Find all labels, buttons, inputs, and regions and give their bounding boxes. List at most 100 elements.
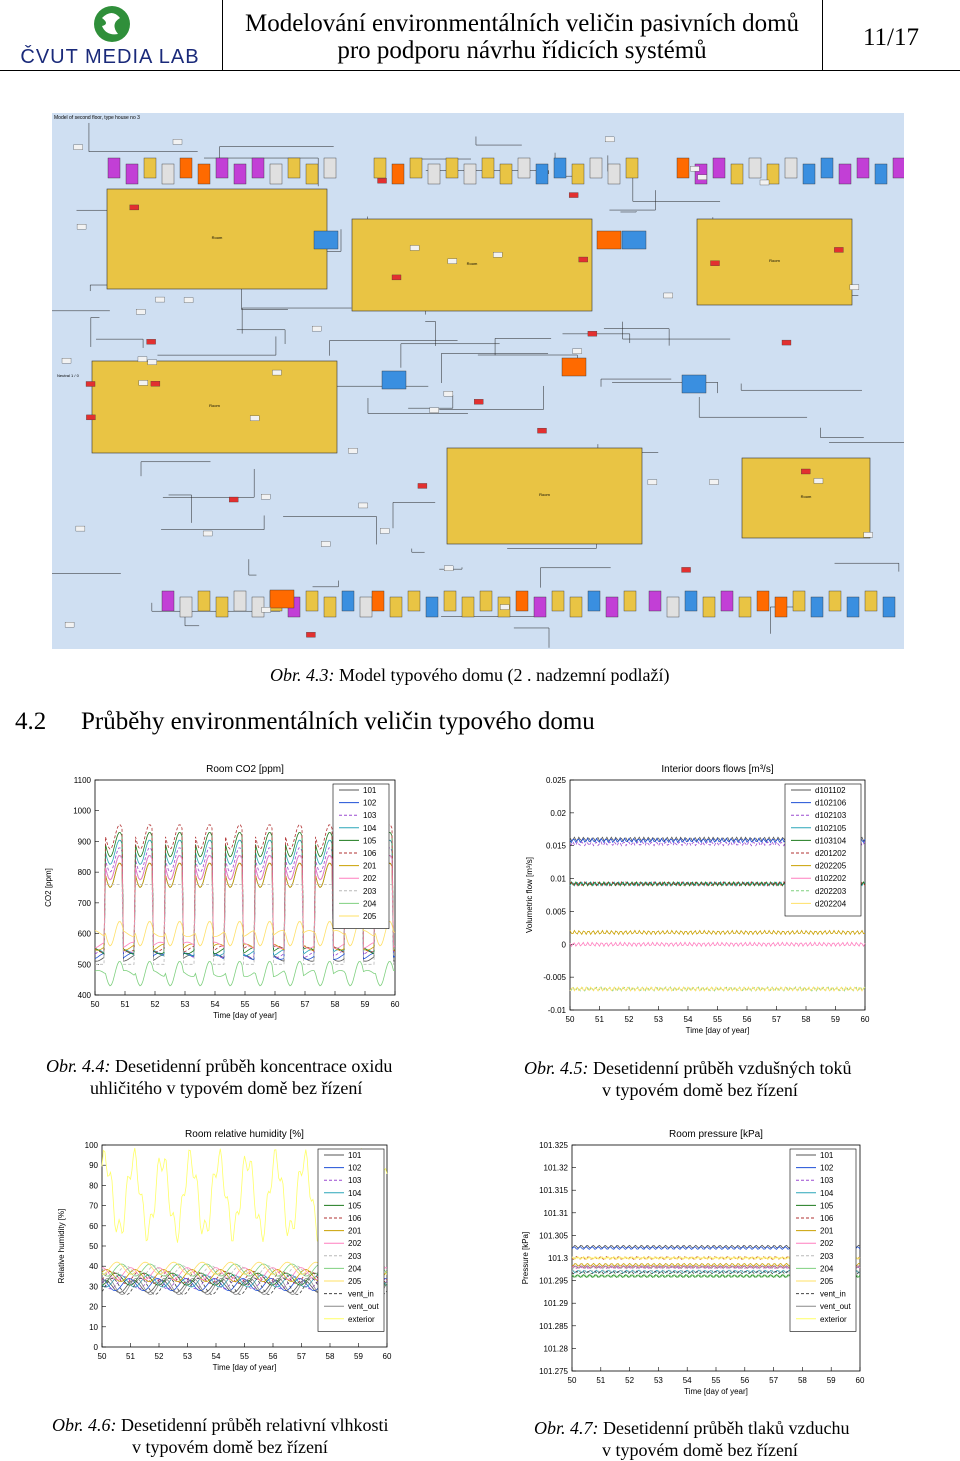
model-port-block <box>377 178 387 184</box>
model-wire <box>236 329 286 345</box>
model-small-block <box>371 590 385 612</box>
model-wire <box>96 338 144 348</box>
model-wire <box>329 340 458 356</box>
model-wire <box>439 385 544 410</box>
model-small-block <box>233 590 247 612</box>
fig7-prefix: Obr. 4.7: <box>534 1418 599 1438</box>
model-port-block <box>759 179 770 186</box>
model-small-block <box>623 590 637 612</box>
model-port-block <box>781 339 792 346</box>
legend-entry: 105 <box>820 1201 834 1210</box>
page-header: ČVUT MEDIA LAB Modelování environmentáln… <box>0 0 960 78</box>
legend-entry: 104 <box>820 1189 834 1198</box>
model-port-block <box>709 479 719 485</box>
legend-entry: 204 <box>363 899 377 908</box>
series-line-204 <box>94 961 395 987</box>
fig5-prefix: Obr. 4.5: <box>524 1058 589 1078</box>
fig5-line2: v typovém domě bez řízení <box>602 1080 798 1100</box>
model-small-block <box>461 596 475 618</box>
x-tick-label: 51 <box>121 1000 130 1009</box>
model-small-block <box>533 596 547 618</box>
legend-entry: 201 <box>820 1227 834 1236</box>
model-small-block <box>389 596 403 618</box>
model-wire <box>157 336 277 356</box>
y-axis-label: CO2 [ppm] <box>44 868 53 907</box>
legend-entry: 201 <box>348 1227 362 1236</box>
model-port-block <box>321 541 331 547</box>
x-tick-label: 54 <box>683 1376 692 1385</box>
model-wire <box>600 378 672 387</box>
y-tick-label: 101.325 <box>539 1141 568 1150</box>
x-tick-label: 53 <box>183 1352 192 1361</box>
legend-entry: exterior <box>348 1315 375 1324</box>
model-small-block <box>569 596 583 618</box>
x-axis-label: Time [day of year] <box>213 1363 277 1372</box>
model-port-block <box>444 565 454 572</box>
model-wire <box>740 383 862 391</box>
legend-entry: 204 <box>820 1264 834 1273</box>
model-port-block <box>129 204 139 211</box>
series-line-205 <box>94 921 396 947</box>
model-port-block <box>358 502 368 509</box>
room-block-label: Room <box>212 235 223 240</box>
x-tick-label: 60 <box>383 1352 392 1361</box>
model-small-block <box>820 157 834 179</box>
x-axis-label: Time [day of year] <box>684 1387 748 1396</box>
model-wire <box>425 321 436 346</box>
model-small-block <box>427 163 441 185</box>
series-line-d202203 <box>569 986 866 992</box>
legend-entry: vent_in <box>820 1290 846 1299</box>
legend-entry: d103104 <box>815 836 847 845</box>
chart-title: Room relative humidity [%] <box>185 1129 304 1140</box>
legend-entry: d202203 <box>815 887 847 896</box>
x-tick-label: 55 <box>241 1000 250 1009</box>
model-port-block <box>229 496 239 503</box>
model-port-block <box>568 192 579 198</box>
model-small-block <box>161 590 175 612</box>
model-small-block <box>125 163 139 185</box>
model-small-block <box>481 157 495 179</box>
x-tick-label: 59 <box>827 1376 836 1385</box>
y-tick-label: 90 <box>89 1161 98 1170</box>
model-small-block <box>882 596 896 618</box>
legend-entry: 106 <box>363 849 377 858</box>
logo-text: ČVUT MEDIA LAB <box>20 46 200 68</box>
legend-entry: 202 <box>363 874 377 883</box>
model-port-block <box>834 247 844 253</box>
model-port-block <box>147 359 157 365</box>
x-tick-label: 52 <box>155 1352 164 1361</box>
legend-entry: 203 <box>820 1252 834 1261</box>
model-small-block <box>587 590 601 612</box>
x-tick-label: 50 <box>568 1376 577 1385</box>
model-wire <box>408 395 454 409</box>
series-line-d102202 <box>569 941 866 948</box>
model-port-block <box>391 274 402 281</box>
x-tick-label: 51 <box>595 1015 604 1024</box>
y-tick-label: 101.29 <box>544 1299 569 1308</box>
y-tick-label: 101.285 <box>539 1322 568 1331</box>
x-tick-label: 51 <box>126 1352 135 1361</box>
x-tick-label: 57 <box>772 1015 781 1024</box>
legend-entry: 104 <box>363 824 377 833</box>
model-small-block <box>874 163 888 185</box>
x-tick-label: 52 <box>625 1015 634 1024</box>
legend-entry: 205 <box>820 1277 834 1286</box>
model-port-block <box>697 174 707 180</box>
model-port-block <box>474 399 484 405</box>
legend-entry: d202204 <box>815 899 847 908</box>
model-function-block <box>381 370 407 390</box>
x-tick-label: 56 <box>271 1000 280 1009</box>
model-small-block <box>215 157 229 179</box>
model-small-block <box>391 163 405 185</box>
model-function-block <box>313 230 339 250</box>
model-port-block <box>417 483 428 489</box>
model-port-block <box>647 479 658 485</box>
room-block-label: Room <box>801 494 812 499</box>
model-small-block <box>287 157 301 179</box>
model-small-block <box>702 596 716 618</box>
series-line-vent_in <box>571 1270 861 1275</box>
